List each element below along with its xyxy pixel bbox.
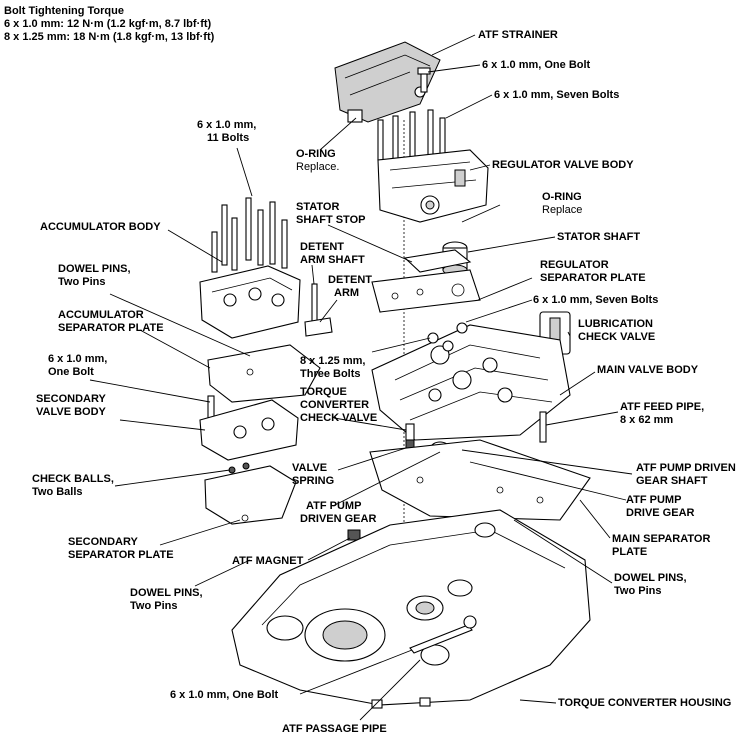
label-secondary-valve-body-line2: VALVE BODY xyxy=(36,406,107,418)
label-bolt-seven-mid: 6 x 1.0 mm, Seven Bolts xyxy=(533,294,658,306)
label-main-valve-body: MAIN VALVE BODY xyxy=(597,364,699,376)
label-bolts-11-line2: 11 Bolts xyxy=(207,132,249,144)
torque-spec-line-2: 8 x 1.25 mm: 18 N·m (1.8 kgf·m, 13 lbf·f… xyxy=(4,31,215,43)
accumulator-separator-plate-drawing xyxy=(207,344,321,403)
label-pump-driven-gear-line1: ATF PUMP xyxy=(306,500,361,512)
label-oring-2: O-RING xyxy=(542,191,582,203)
stator-shaft-stop-drawing xyxy=(403,249,472,273)
label-bolt-one-top: 6 x 1.0 mm, One Bolt xyxy=(482,59,591,71)
label-stator-shaft-stop-line2: SHAFT STOP xyxy=(296,214,365,226)
label-atf-passage-pipe: ATF PASSAGE PIPE xyxy=(282,723,387,735)
label-oring-2-replace: Replace xyxy=(542,204,582,216)
label-stator-shaft-stop-line1: STATOR xyxy=(296,201,339,213)
label-dowel-pins-bottom-left-line2: Two Pins xyxy=(130,600,177,612)
label-regulator-separator-line1: REGULATOR xyxy=(540,259,609,271)
main-separator-plate-drawing xyxy=(369,439,591,521)
label-three-bolts-line2: Three Bolts xyxy=(300,368,361,380)
label-bolt-one-left-line2: One Bolt xyxy=(48,366,94,378)
label-torque-converter-check-line1: TORQUE xyxy=(300,386,347,398)
label-regulator-valve-body: REGULATOR VALVE BODY xyxy=(492,159,634,171)
leader-lines xyxy=(89,34,633,721)
label-accumulator-separator-line2: SEPARATOR PLATE xyxy=(58,322,164,334)
label-lubrication-check-valve-line1: LUBRICATION xyxy=(578,318,653,330)
label-bolt-one-left-line1: 6 x 1.0 mm, xyxy=(48,353,107,365)
regulator-bolts-drawing xyxy=(377,109,446,161)
atf-feed-pipe-drawing xyxy=(539,411,547,443)
label-detent-arm-shaft-line2: ARM SHAFT xyxy=(300,254,365,266)
strainer-bolt-drawing xyxy=(417,67,431,93)
label-accumulator-separator-line1: ACCUMULATOR xyxy=(58,309,144,321)
atf-magnet-drawing xyxy=(347,529,361,541)
label-torque-converter-check-line3: CHECK VALVE xyxy=(300,412,377,424)
label-oring-1-replace: Replace. xyxy=(296,161,339,173)
label-atf-strainer: ATF STRAINER xyxy=(478,29,558,41)
label-main-separator-line1: MAIN SEPARATOR xyxy=(612,533,710,545)
label-lubrication-check-valve-line2: CHECK VALVE xyxy=(578,331,655,343)
label-regulator-separator-line2: SEPARATOR PLATE xyxy=(540,272,646,284)
label-pump-drive-gear-line1: ATF PUMP xyxy=(626,494,681,506)
label-detent-arm-line1: DETENT xyxy=(328,274,372,286)
label-check-balls-line2: Two Balls xyxy=(32,486,83,498)
label-torque-converter-check-line2: CONVERTER xyxy=(300,399,369,411)
label-pump-driven-gear-line2: DRIVEN GEAR xyxy=(300,513,376,525)
label-dowel-pins-bottom-right-line2: Two Pins xyxy=(614,585,661,597)
label-oring-1: O-RING xyxy=(296,148,336,160)
label-bolt-seven-top: 6 x 1.0 mm, Seven Bolts xyxy=(494,89,619,101)
atf-passage-pipe-drawing xyxy=(409,615,477,654)
regulator-separator-plate-drawing xyxy=(371,269,481,313)
label-accumulator-body: ACCUMULATOR BODY xyxy=(40,221,161,233)
torque-spec-line-1: 6 x 1.0 mm: 12 N·m (1.2 kgf·m, 8.7 lbf·f… xyxy=(4,18,212,30)
label-dowel-pins-bottom-right-line1: DOWEL PINS, xyxy=(614,572,687,584)
label-pump-drive-gear-line2: DRIVE GEAR xyxy=(626,507,695,519)
atf-strainer-drawing xyxy=(334,41,441,123)
label-bolts-11-line1: 6 x 1.0 mm, xyxy=(197,119,256,131)
label-atf-feed-pipe-line1: ATF FEED PIPE, xyxy=(620,401,704,413)
label-stator-shaft: STATOR SHAFT xyxy=(557,231,640,243)
torque-spec-block: Bolt Tightening Torque 6 x 1.0 mm: 12 N·… xyxy=(4,5,215,43)
torque-spec-title: Bolt Tightening Torque xyxy=(4,5,124,17)
label-torque-converter-housing: TORQUE CONVERTER HOUSING xyxy=(558,697,731,709)
label-bolt-one-bottom: 6 x 1.0 mm, One Bolt xyxy=(170,689,279,701)
label-valve-spring-line1: VALVE xyxy=(292,462,327,474)
label-detent-arm-shaft-line1: DETENT xyxy=(300,241,344,253)
label-main-separator-line2: PLATE xyxy=(612,546,647,558)
label-pump-driven-gear-shaft-line1: ATF PUMP DRIVEN xyxy=(636,462,736,474)
main-valve-bolts-drawing xyxy=(427,322,468,352)
label-dowel-pins-top-line1: DOWEL PINS, xyxy=(58,263,131,275)
label-dowel-pins-bottom-left-line1: DOWEL PINS, xyxy=(130,587,203,599)
main-valve-body-drawing xyxy=(371,324,571,441)
label-dowel-pins-top-line2: Two Pins xyxy=(58,276,105,288)
regulator-valve-body-drawing xyxy=(377,149,489,223)
label-check-balls-line1: CHECK BALLS, xyxy=(32,473,114,485)
label-secondary-separator-line1: SECONDARY xyxy=(68,536,139,548)
secondary-valve-body-drawing xyxy=(199,395,299,461)
label-pump-driven-gear-shaft-line2: GEAR SHAFT xyxy=(636,475,708,487)
label-atf-feed-pipe-line2: 8 x 62 mm xyxy=(620,414,673,426)
check-balls-drawing xyxy=(228,462,250,474)
accumulator-body-drawing xyxy=(199,197,301,339)
detent-arm-drawing xyxy=(304,283,333,337)
label-secondary-valve-body-line1: SECONDARY xyxy=(36,393,107,405)
torque-converter-housing-drawing xyxy=(231,509,591,709)
label-secondary-separator-line2: SEPARATOR PLATE xyxy=(68,549,174,561)
label-atf-magnet: ATF MAGNET xyxy=(232,555,304,567)
secondary-separator-plate-drawing xyxy=(204,465,297,525)
label-detent-arm-line2: ARM xyxy=(334,287,359,299)
label-valve-spring-line2: SPRING xyxy=(292,475,334,487)
label-three-bolts-line1: 8 x 1.25 mm, xyxy=(300,355,365,367)
